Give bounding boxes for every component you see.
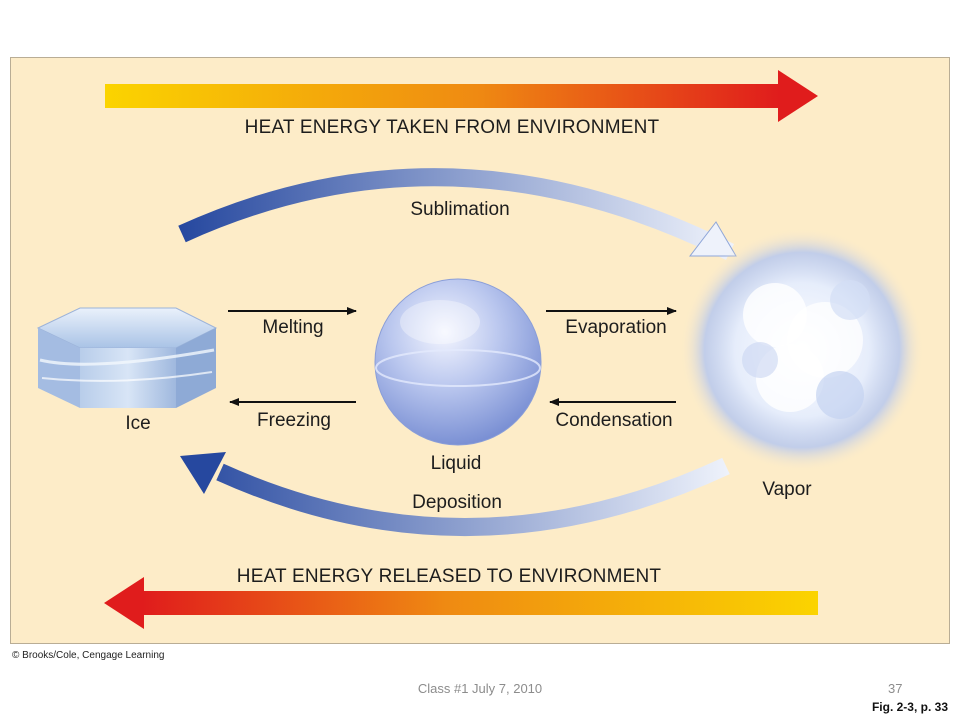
sublimation-arrow bbox=[178, 168, 737, 261]
evaporation-label: Evaporation bbox=[565, 317, 666, 338]
heat-released-arrow bbox=[104, 577, 818, 629]
melting-label: Melting bbox=[262, 317, 323, 338]
sublimation-label: Sublimation bbox=[410, 199, 509, 220]
liquid-sphere-image bbox=[374, 278, 542, 446]
condensation-label: Condensation bbox=[555, 410, 672, 431]
vapor-label: Vapor bbox=[762, 479, 812, 500]
heat-taken-arrow bbox=[105, 70, 818, 122]
ice-block-image bbox=[36, 307, 218, 408]
copyright-credit: © Brooks/Cole, Cengage Learning bbox=[12, 650, 165, 661]
vapor-cloud-image bbox=[680, 228, 924, 472]
ice-label: Ice bbox=[125, 413, 150, 434]
figure-reference: Fig. 2-3, p. 33 bbox=[871, 700, 948, 714]
heat-taken-label: HEAT ENERGY TAKEN FROM ENVIRONMENT bbox=[245, 117, 660, 138]
footer-page-number: 37 bbox=[888, 681, 903, 696]
deposition-arrow bbox=[180, 452, 730, 536]
liquid-label: Liquid bbox=[431, 453, 482, 474]
heat-released-label: HEAT ENERGY RELEASED TO ENVIRONMENT bbox=[237, 566, 662, 587]
footer-class-label: Class #1 July 7, 2010 bbox=[417, 681, 543, 696]
deposition-label: Deposition bbox=[412, 492, 502, 513]
freezing-label: Freezing bbox=[257, 410, 331, 431]
